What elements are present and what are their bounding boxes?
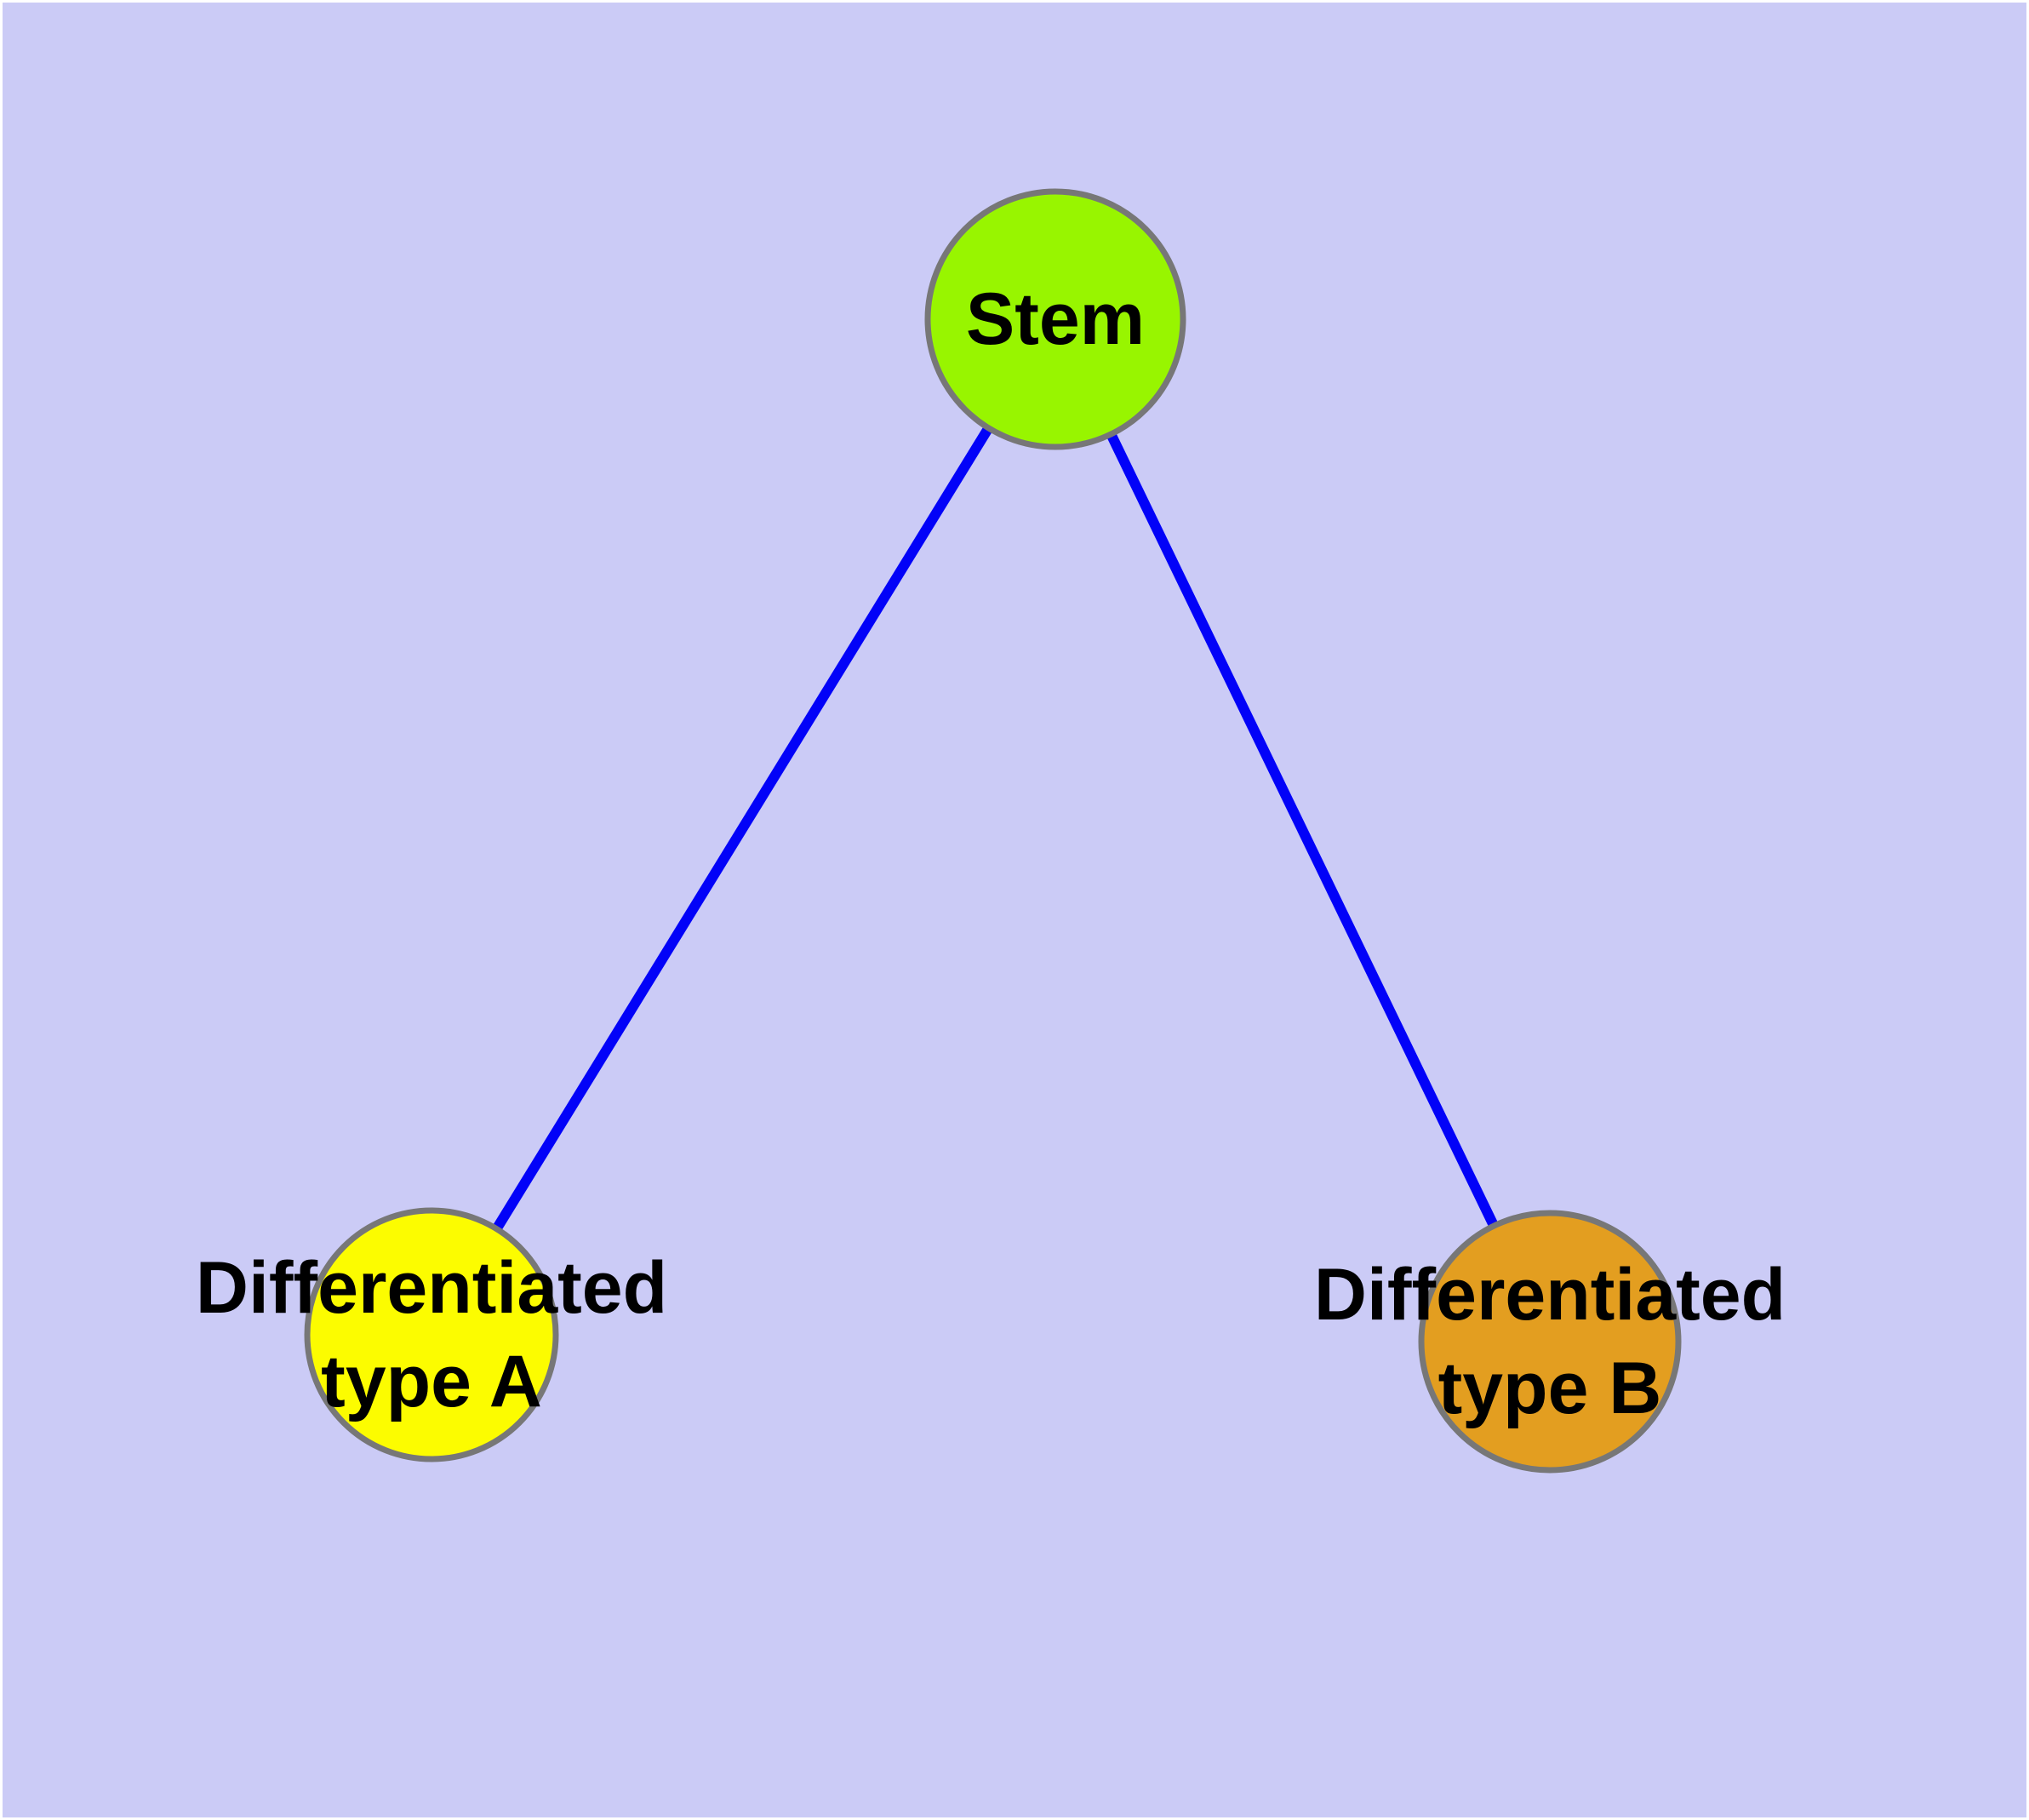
edge-stem-type-a[interactable] [426,316,1060,1338]
node-type-b-circle[interactable] [1418,1210,1682,1474]
graph-svg [304,188,1682,1474]
node-type-a-circle[interactable] [304,1207,559,1462]
graph-canvas: Stem Differentiated type A Differentiate… [3,3,2026,1817]
edge-stem-type-b[interactable] [1050,317,1555,1344]
node-stem-circle[interactable] [924,188,1186,450]
